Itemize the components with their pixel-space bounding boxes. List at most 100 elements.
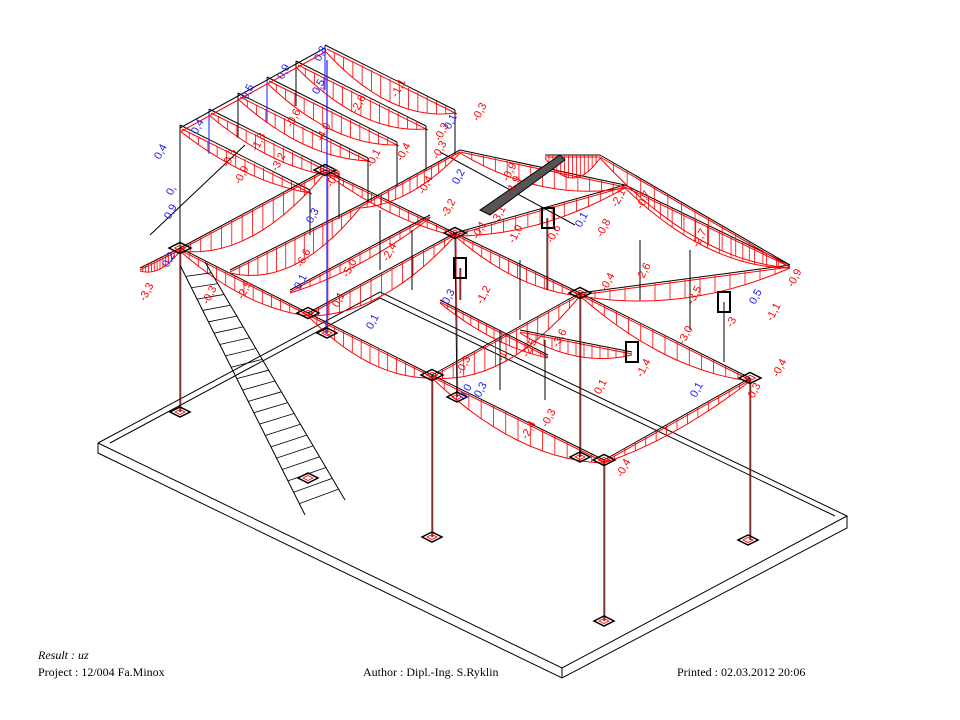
base-plate-inner (598, 618, 610, 624)
displacement-value-label: -1,4 (634, 357, 654, 379)
stair-step (185, 272, 212, 277)
roof-rafter-deflection (239, 96, 371, 163)
node-support (295, 306, 321, 320)
base-plate (168, 406, 192, 418)
stair-step (236, 369, 269, 380)
base-plate-inner (451, 394, 463, 400)
column-head (453, 257, 467, 279)
displacement-value-label: 0,5 (239, 82, 257, 101)
project-label: Project : 12/004 Fa.Minox (38, 665, 165, 679)
printed-label: Printed : 02.03.2012 20:06 (677, 665, 806, 679)
displacement-value-label: 0, (164, 184, 179, 198)
stair-step (282, 456, 320, 470)
node-support (167, 241, 193, 255)
displacement-value-label: 0,9 (162, 202, 180, 221)
foundation-slab-top (97, 291, 849, 669)
node-support-inner (173, 244, 187, 252)
displacement-value-label: -0,3 (430, 139, 450, 161)
beam-moment-diagram (359, 152, 461, 209)
column (454, 232, 458, 398)
displacement-value-label: -3,3 (137, 281, 157, 303)
column-head (625, 341, 639, 363)
roof-moment-diagram (295, 66, 427, 130)
roof-moment-diagram (237, 98, 369, 162)
roof-moment-diagram (208, 114, 340, 178)
stair-step (293, 477, 333, 493)
displacement-value-label: -2,5 (235, 279, 255, 301)
displacement-value-label: 0,1 (573, 210, 591, 229)
stair-step (276, 445, 314, 459)
column-deflection (455, 232, 459, 398)
base-plate (315, 327, 339, 339)
structure-wireframe (97, 44, 849, 679)
displacement-value-label: -0,6 (284, 107, 304, 129)
roof-rafter (208, 108, 340, 175)
stair-step (191, 283, 218, 289)
stair-step (231, 358, 263, 368)
beam-moment-diagram (579, 295, 751, 382)
displacement-value-label: -2,7 (690, 227, 710, 249)
displacement-value-label: -3,2 (269, 151, 289, 173)
roof-rafter (324, 44, 456, 111)
displacement-value-label: 0,1 (364, 312, 382, 331)
roof-ridge-beam (179, 47, 326, 129)
beam-moment-diagram (289, 217, 431, 294)
stair-step (242, 380, 276, 391)
displacement-value-label: -3,2 (439, 197, 459, 219)
stair-step (225, 348, 257, 357)
base-plate-inner (174, 409, 186, 415)
beam-moment-diagram (599, 157, 791, 269)
stair-step (202, 304, 231, 311)
base-plate (592, 615, 616, 627)
displacement-value-label: -0,8 (594, 217, 614, 239)
beam-moment-diagram (454, 187, 626, 237)
node-support (567, 286, 593, 300)
node-support-inner (743, 374, 757, 382)
stair-step (287, 467, 327, 482)
roof-rafter (266, 76, 398, 143)
roof-moment-diagram (324, 50, 456, 115)
ramp-hatch (479, 154, 566, 216)
node-support-inner (425, 371, 439, 379)
base-plate (296, 472, 320, 484)
node-support-inner (448, 229, 462, 237)
displacement-value-label: -2,4 (380, 241, 400, 263)
node-support-inner (301, 309, 315, 317)
displacement-value-label: -0,5 (220, 147, 240, 169)
column-head (717, 291, 731, 313)
beam-moment-diagram (179, 250, 309, 317)
stair-step (196, 294, 225, 300)
displacement-value-label: -0,4 (614, 457, 634, 479)
foundation-slab-edge (97, 443, 848, 679)
base-plate-inner (426, 534, 438, 540)
roof-rafter-deflection (181, 128, 313, 195)
roof-moment-diagram (179, 130, 311, 194)
roof-rafter-deflection (297, 64, 429, 131)
displacement-value-label: -3,6 (550, 327, 570, 349)
author-label: Author : Dipl.-Ing. S.Ryklin (363, 665, 499, 679)
roof-rafter (179, 124, 311, 191)
column-head (541, 207, 555, 229)
displacement-value-label: 0,1 (292, 272, 310, 291)
displacement-value-label: -6,6 (294, 247, 314, 269)
beam-moment-diagram (624, 187, 791, 269)
displacement-value-label: -5,0 (340, 257, 360, 279)
roof-moment-diagram (266, 82, 398, 146)
stair-step (208, 315, 237, 323)
stair-step (270, 434, 307, 448)
displacement-value-label: -2,6 (634, 261, 654, 283)
beam-moment-diagram (459, 152, 626, 192)
displacement-value-label: 0,1 (592, 377, 610, 396)
displacement-value-label: -0,3 (200, 284, 220, 306)
base-plate-inner (574, 454, 586, 460)
node-support-inner (573, 289, 587, 297)
stair-step (259, 413, 295, 425)
displacement-value-label: -2,4 (519, 419, 539, 441)
displacement-value-label: -0,1 (364, 147, 384, 169)
stair-step (248, 391, 282, 402)
displacement-value-label: -0,3 (470, 101, 490, 123)
displacement-value-label: -1 (495, 349, 510, 363)
stair-step (253, 402, 288, 414)
beam-moment-diagram (519, 332, 633, 360)
